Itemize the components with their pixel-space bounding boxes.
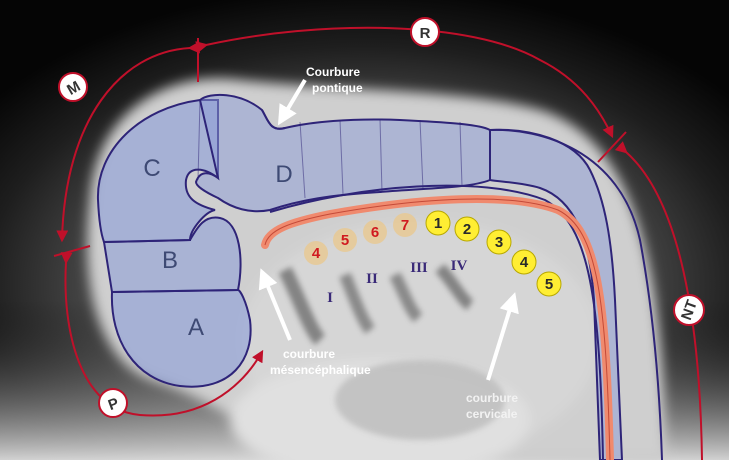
arch-label-IV: IV bbox=[451, 258, 468, 274]
arch-label-I: I bbox=[327, 290, 333, 306]
arch-label-II: II bbox=[366, 271, 378, 287]
mesencephalic-label-line2: mésencéphalique bbox=[270, 363, 371, 377]
region-B-label: B bbox=[162, 247, 178, 274]
pontine-label-line2: pontique bbox=[312, 81, 363, 95]
yellow-segment-label: 1 bbox=[434, 215, 442, 232]
arch-label-III: III bbox=[410, 260, 428, 276]
R-label: R bbox=[420, 25, 431, 42]
yellow-segment-label: 4 bbox=[520, 254, 529, 271]
region-A-label: A bbox=[188, 314, 204, 341]
red-segment-label: 7 bbox=[401, 217, 409, 234]
mesencephalic-label-line1: courbure bbox=[283, 347, 335, 361]
red-segment-label: 5 bbox=[341, 232, 349, 249]
yellow-segment-label: 5 bbox=[545, 276, 553, 293]
yellow-segment-label: 3 bbox=[495, 234, 503, 251]
yellow-segment-label: 2 bbox=[463, 221, 471, 238]
red-segment-label: 4 bbox=[312, 245, 321, 262]
cervical-label-line2: cervicale bbox=[466, 407, 518, 421]
region-D-label: D bbox=[275, 161, 292, 188]
red-segment-label: 6 bbox=[371, 224, 379, 241]
region-C-label: C bbox=[143, 155, 160, 182]
pontine-label-line1: Courbure bbox=[306, 65, 360, 79]
cervical-label-line1: courbure bbox=[466, 391, 518, 405]
